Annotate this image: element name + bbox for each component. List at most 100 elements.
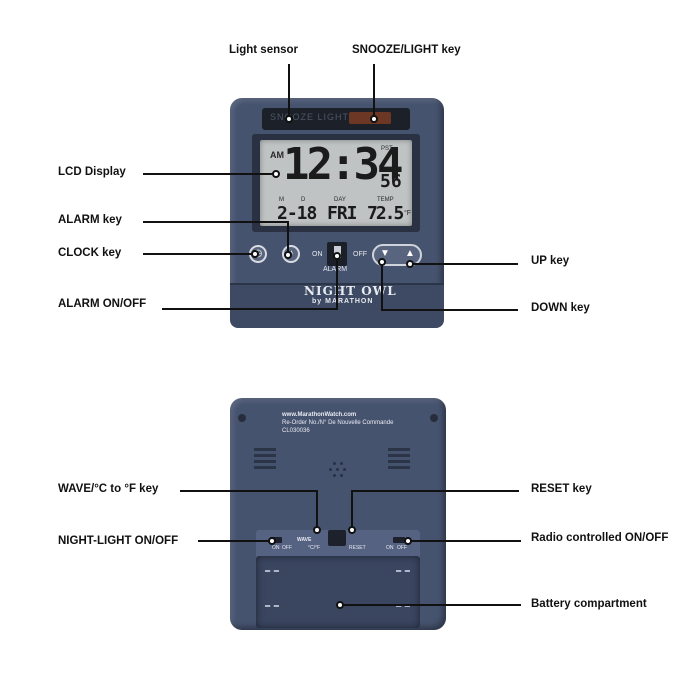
vent-grille-right-2 xyxy=(388,454,410,457)
alarm-key-label: ALARM key xyxy=(58,214,122,226)
wave-key-dot xyxy=(313,526,321,534)
alarm-on-off-leader-h xyxy=(162,308,338,310)
up-key-leader xyxy=(410,263,518,265)
up-key-label: UP key xyxy=(531,255,570,267)
clock-key-dot xyxy=(251,250,259,258)
lcd-day: FRI xyxy=(327,203,357,224)
alarm-switch-label: ALARM xyxy=(323,266,347,273)
radio-controlled-dot xyxy=(404,537,412,545)
battery-compartment-leader xyxy=(340,604,521,606)
alarm-key-dot xyxy=(284,251,292,259)
lcd-pst: PST xyxy=(381,146,393,152)
snooze-light-dot xyxy=(370,115,378,123)
snooze-light-leader xyxy=(373,64,375,118)
lcd-time: 12:34 xyxy=(283,139,403,190)
alarm-on-off-leader-v xyxy=(336,255,338,310)
night-light-off-label: OFF xyxy=(282,545,292,551)
lcd-display-leader xyxy=(143,173,276,175)
battery-compartment-label: Battery compartment xyxy=(531,598,647,610)
light-sensor-dot xyxy=(285,115,293,123)
speaker-hole xyxy=(343,468,346,471)
lcd-am: AM xyxy=(270,150,284,160)
battery-spring xyxy=(396,605,410,615)
battery-spring xyxy=(265,605,279,615)
battery-compartment-dot xyxy=(336,601,344,609)
battery-spring xyxy=(396,570,410,580)
vent-grille-left-2 xyxy=(254,454,276,457)
lcd-temp: 72.5 xyxy=(367,203,404,224)
battery-compartment-well xyxy=(256,556,420,628)
alarm-switch-on-label: ON xyxy=(312,251,323,258)
lcd-screen xyxy=(260,140,412,226)
down-key-leader-v xyxy=(381,262,383,311)
lcd-display-dot xyxy=(272,170,280,178)
reset-key-label: RESET key xyxy=(531,483,592,495)
vent-grille-left-3 xyxy=(254,460,276,463)
down-key-label: DOWN key xyxy=(531,302,590,314)
light-sensor-label: Light sensor xyxy=(229,44,299,56)
lcd-temp-unit: °F xyxy=(404,210,412,217)
speaker-hole xyxy=(340,474,343,477)
night-light-on-label: ON xyxy=(272,545,280,551)
alarm-key-leader-h xyxy=(143,221,289,223)
up-key-dot xyxy=(406,260,414,268)
brand-logo: NIGHT OWL xyxy=(304,284,397,298)
wave-key-sub-text: °C/°F xyxy=(308,545,321,551)
lcd-seconds: 56 xyxy=(380,171,402,192)
alarm-key-leader-v xyxy=(287,221,289,255)
radio-off-label: OFF xyxy=(397,545,407,551)
down-arrow-icon: ▼ xyxy=(380,248,390,259)
sensor-strip-text: SNOOZE LIGHT xyxy=(270,112,350,122)
battery-spring xyxy=(265,570,279,580)
reset-key-leader-v xyxy=(351,490,353,530)
vent-grille-right-3 xyxy=(388,460,410,463)
down-key-dot xyxy=(378,258,386,266)
lcd-m-label: M xyxy=(279,197,284,203)
brand-sub: by MARATHON xyxy=(312,298,374,305)
speaker-hole xyxy=(336,468,339,471)
wave-key-label: WAVE/°C to °F key xyxy=(58,483,159,495)
vent-grille-left-4 xyxy=(254,466,276,469)
clock-key-label: CLOCK key xyxy=(58,247,122,259)
vent-grille-right-4 xyxy=(388,466,410,469)
wave-key-button[interactable] xyxy=(328,530,346,546)
speaker-hole xyxy=(329,468,332,471)
wave-key-leader-v xyxy=(316,490,318,530)
wave-key-leader-h xyxy=(180,490,318,492)
down-key-leader-h xyxy=(381,309,518,311)
vent-grille-left-1 xyxy=(254,448,276,451)
lcd-date: 2-18 xyxy=(277,203,317,224)
alarm-on-off-label: ALARM ON/OFF xyxy=(58,298,147,310)
reset-key-leader-h xyxy=(351,490,519,492)
back-reorder: Re-Order No./N° De Nouvelle Commande xyxy=(282,420,394,426)
night-light-switch[interactable] xyxy=(270,537,282,543)
back-website: www.MarathonWatch.com xyxy=(282,412,357,418)
alarm-on-off-dot xyxy=(333,252,341,260)
radio-controlled-switch[interactable] xyxy=(393,537,405,543)
wave-key-label-text: WAVE xyxy=(297,537,312,543)
radio-controlled-leader xyxy=(408,540,521,542)
reset-key-text: RESET xyxy=(349,545,366,551)
light-sensor-leader xyxy=(288,64,290,118)
vent-grille-right-1 xyxy=(388,448,410,451)
lcd-display-label: LCD Display xyxy=(58,166,126,178)
speaker-hole xyxy=(340,462,343,465)
night-light-dot xyxy=(268,537,276,545)
screw-top-left xyxy=(238,414,246,422)
lcd-temp-label: TEMP xyxy=(377,197,394,203)
screw-top-right xyxy=(430,414,438,422)
up-arrow-icon: ▲ xyxy=(405,248,415,259)
radio-on-label: ON xyxy=(386,545,394,551)
speaker-hole xyxy=(333,462,336,465)
back-model: CL030036 xyxy=(282,428,310,434)
alarm-switch-off-label: OFF xyxy=(353,251,367,258)
reset-key-dot xyxy=(348,526,356,534)
lcd-day-label: DAY xyxy=(334,197,346,203)
radio-controlled-label: Radio controlled ON/OFF xyxy=(531,532,669,544)
night-light-leader xyxy=(198,540,270,542)
clock-key-leader xyxy=(143,253,253,255)
snooze-light-key-label: SNOOZE/LIGHT key xyxy=(352,44,461,56)
speaker-hole xyxy=(333,474,336,477)
night-light-label: NIGHT-LIGHT ON/OFF xyxy=(58,535,179,547)
lcd-d-label: D xyxy=(301,197,306,203)
